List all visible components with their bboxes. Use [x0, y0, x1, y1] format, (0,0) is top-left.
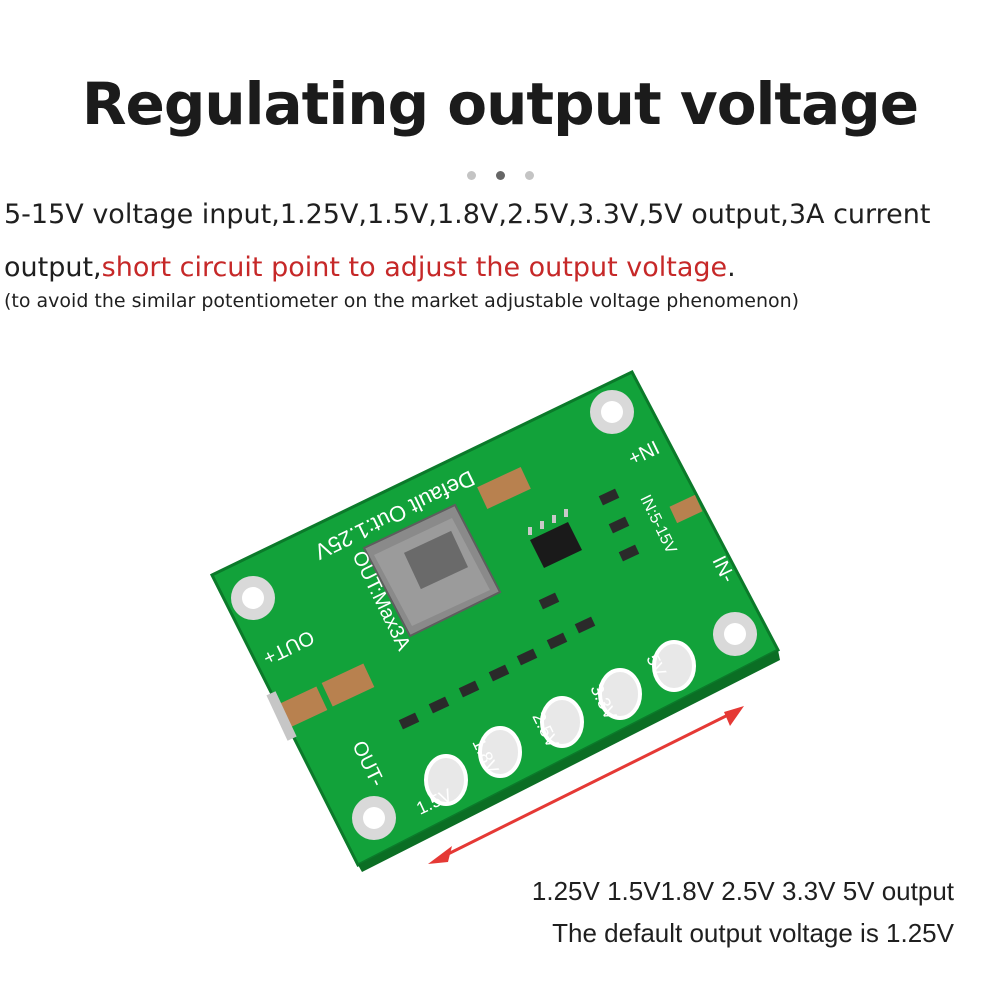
capacitor: [266, 686, 328, 741]
carousel-indicator: [450, 171, 550, 183]
description-note: (to avoid the similar potentiometer on t…: [4, 290, 800, 312]
carousel-dot[interactable]: [466, 171, 476, 180]
solder-pads: [424, 640, 696, 806]
mounting-hole: [352, 796, 396, 840]
double-arrow-icon: [428, 706, 744, 864]
description-highlight: short circuit point to adjust the output…: [101, 252, 728, 283]
capacitor: [321, 663, 375, 707]
description: 5-15V voltage input,1.25V,1.5V,1.8V,2.5V…: [4, 188, 994, 294]
description-text: 5-15V voltage input,1.25V,1.5V,1.8V,2.5V…: [4, 199, 931, 283]
capacitor: [669, 494, 703, 524]
mounting-hole: [590, 390, 634, 434]
pcb-body: [209, 370, 781, 868]
pcb-edge: [358, 650, 780, 872]
mounting-hole: [713, 612, 757, 656]
description-end: .: [727, 252, 736, 283]
caption-default: The default output voltage is 1.25V: [552, 918, 954, 948]
mounting-hole: [231, 576, 275, 620]
inductor: [362, 503, 502, 638]
page-title: Regulating output voltage: [81, 70, 919, 138]
caption-outputs: 1.25V 1.5V1.8V 2.5V 3.3V 5V output: [531, 876, 954, 906]
capacitor: [477, 466, 531, 510]
ic-chip: [528, 509, 582, 568]
resistor-array: [398, 488, 640, 730]
carousel-dot[interactable]: [524, 171, 534, 180]
carousel-dot-active[interactable]: [495, 171, 505, 180]
